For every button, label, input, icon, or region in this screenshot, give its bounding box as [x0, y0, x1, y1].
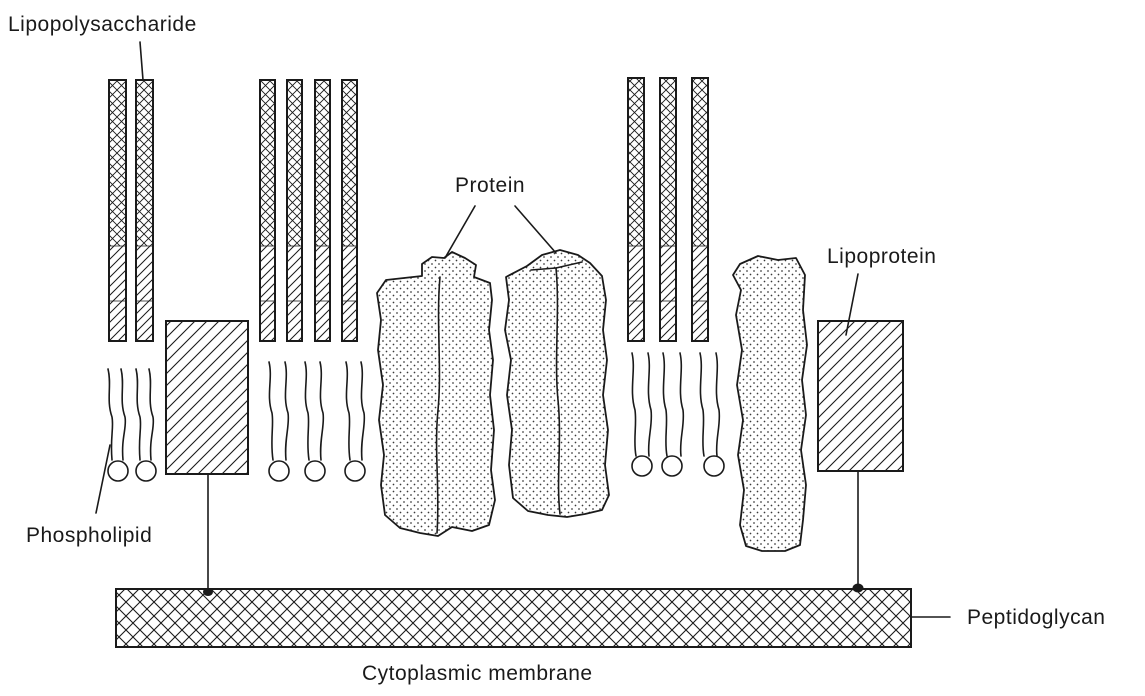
lps-molecule [342, 80, 357, 341]
protein-leader-left [445, 206, 475, 258]
protein-2 [505, 250, 609, 517]
phospholipid [632, 353, 652, 476]
phospholipids-group-1 [108, 369, 156, 481]
phospholipid [136, 369, 156, 481]
phospholipids-group-2 [269, 362, 365, 481]
lipopolysaccharide-leader [140, 42, 143, 80]
phospholipid [269, 362, 289, 481]
phospholipid [108, 369, 128, 481]
cytoplasmic-membrane-label: Cytoplasmic membrane [362, 662, 593, 685]
anchor-dot [853, 584, 864, 593]
protein-leader-right [515, 206, 556, 253]
lipoprotein-label: Lipoprotein [827, 245, 936, 268]
anchor-dot [203, 588, 213, 596]
lipoprotein-right [818, 274, 903, 593]
lps-molecule [628, 78, 644, 341]
lipoprotein-left [166, 321, 248, 596]
peptidoglycan-layer [116, 589, 911, 647]
phospholipid [305, 362, 325, 481]
lps-molecule [287, 80, 302, 341]
lps-group-2 [260, 80, 357, 341]
phospholipid [345, 362, 365, 481]
lipopolysaccharide-label: Lipopolysaccharide [8, 13, 197, 36]
protein-label: Protein [455, 174, 525, 197]
protein-3 [733, 256, 807, 551]
lps-group-3 [628, 78, 708, 341]
phospholipid-label: Phospholipid [26, 524, 152, 547]
lps-molecule [692, 78, 708, 341]
phospholipid [662, 353, 683, 476]
phospholipids-group-3 [632, 353, 724, 476]
lps-group-1 [109, 42, 153, 341]
lps-molecule [260, 80, 275, 341]
lps-molecule [315, 80, 330, 341]
peptidoglycan-label: Peptidoglycan [967, 606, 1105, 629]
lps-molecule [136, 80, 153, 341]
phospholipid [700, 353, 724, 476]
protein-1 [377, 252, 495, 536]
phospholipid-leader [96, 445, 110, 513]
lps-molecule [660, 78, 676, 341]
lps-molecule [109, 80, 126, 341]
